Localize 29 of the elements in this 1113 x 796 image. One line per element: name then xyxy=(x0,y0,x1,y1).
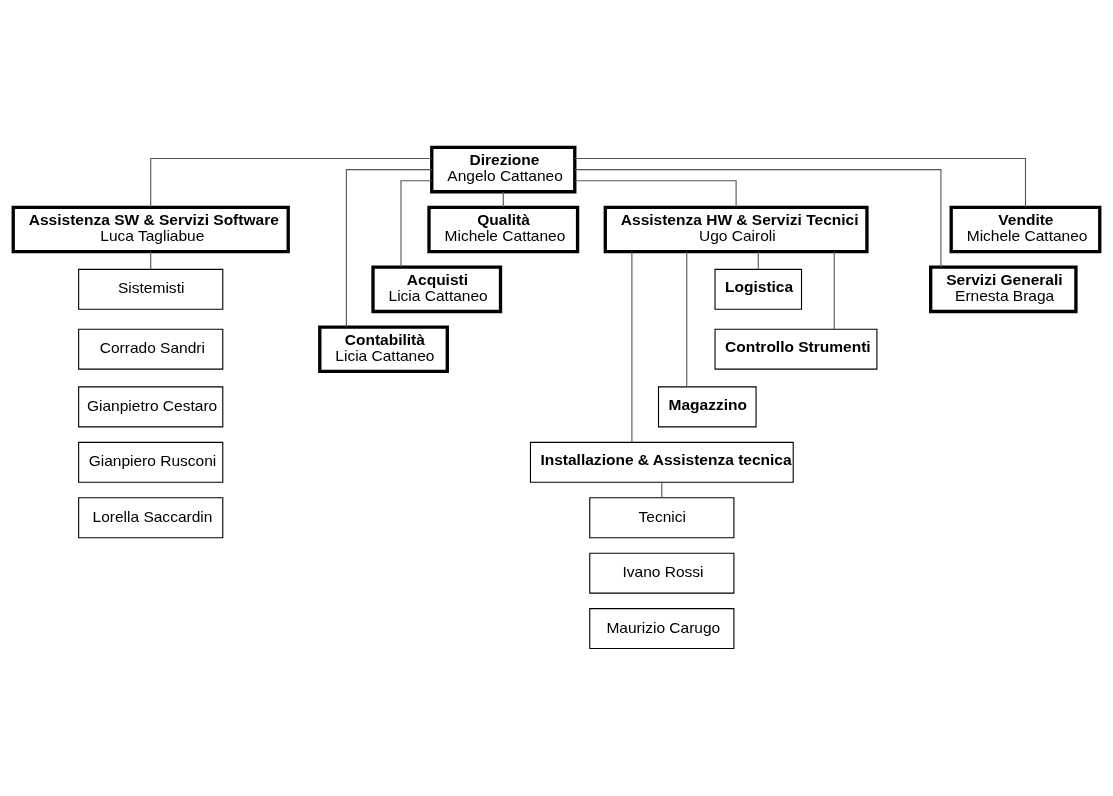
connector xyxy=(631,251,633,443)
node-box: Corrado Sandri xyxy=(78,328,224,370)
node-box: Vendite Michele Cattaneo xyxy=(949,205,1102,254)
node-box: Controllo Strumenti xyxy=(714,328,878,370)
connector xyxy=(150,157,433,208)
node-box: Gianpietro Cestaro xyxy=(78,386,224,428)
node-box: Direzione Angelo Cattaneo xyxy=(430,145,577,194)
node-box: Assistenza SW & Servizi Software Luca Tagliabue xyxy=(11,205,290,254)
node-box: Acquisti Licia Cattaneo xyxy=(371,265,503,314)
node-box: Sistemisti xyxy=(78,268,224,310)
connector xyxy=(833,251,835,330)
node-box: Ivano Rossi xyxy=(589,552,735,594)
connector xyxy=(400,180,433,268)
node-box: Servizi Generali Ernesta Braga xyxy=(929,265,1078,314)
node-box: Contabilità Licia Cattaneo xyxy=(318,325,449,374)
node-box: Qualità Michele Cattaneo xyxy=(427,205,580,254)
node-box: Assistenza HW & Servizi Tecnici Ugo Cairoli xyxy=(603,205,869,254)
node-box: Logistica xyxy=(714,268,803,310)
connector xyxy=(574,157,1027,208)
node-box: Tecnici xyxy=(589,497,735,539)
connector xyxy=(345,169,433,328)
connector xyxy=(574,180,737,208)
node-box: Maurizio Carugo xyxy=(589,608,735,650)
connector xyxy=(661,481,663,499)
connector xyxy=(686,251,688,388)
node-box: Installazione & Assistenza tecnica xyxy=(529,441,794,483)
node-box: Lorella Saccardin xyxy=(78,497,224,539)
node-box: Gianpiero Rusconi xyxy=(78,441,224,483)
node-box: Magazzino xyxy=(657,386,757,428)
